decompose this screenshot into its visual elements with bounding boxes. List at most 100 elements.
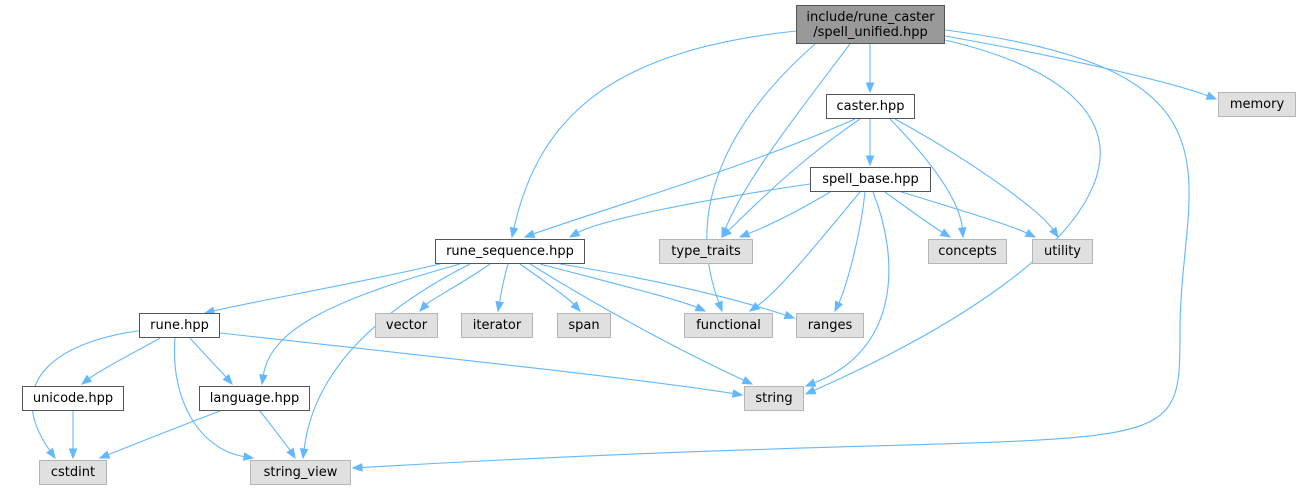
edge-line [813, 191, 890, 384]
arrowhead-icon [865, 155, 875, 167]
edge-line [87, 337, 161, 380]
edge-line [944, 35, 1209, 97]
node-caster-hpp[interactable]: caster.hpp [826, 94, 915, 119]
node-label: vector [385, 318, 428, 333]
node-span: span [557, 313, 611, 338]
arrowhead-icon [98, 450, 111, 459]
edge-rune-sequence-to-rune [203, 263, 441, 316]
arrowhead-icon [804, 386, 817, 395]
node-ranges: ranges [796, 313, 864, 338]
edge-rune-sequence-to-string [529, 263, 754, 385]
edge-line [31, 329, 146, 452]
edge-line [424, 263, 491, 306]
edge-line [360, 29, 1190, 469]
arrowhead-icon [509, 226, 519, 239]
node-label: string [755, 391, 793, 406]
arrowhead-icon [1205, 91, 1218, 100]
edge-spell-unified-to-string-view [351, 29, 1190, 472]
edge-spell-base-to-string [804, 191, 890, 387]
edge-line [576, 183, 811, 234]
edge-line [894, 189, 1029, 235]
edge-line [303, 263, 471, 451]
edge-unicode-to-cstdint [68, 411, 78, 460]
edge-spell-unified-to-rune-sequence [509, 30, 797, 239]
edge-spell-unified-to-memory [944, 35, 1218, 100]
edge-line [519, 263, 576, 306]
edge-line [894, 118, 1055, 231]
arrowhead-icon [939, 228, 952, 238]
edge-line [189, 337, 228, 379]
edge-line [724, 43, 851, 230]
arrowhead-icon [351, 463, 363, 472]
node-label: type_traits [671, 244, 741, 259]
node-label: functional [696, 318, 761, 333]
node-unicode-hpp[interactable]: unicode.hpp [22, 386, 124, 411]
edge-line [513, 30, 797, 230]
arrowhead-icon [731, 389, 744, 398]
edge-rune-to-string-view [173, 337, 255, 461]
edge-line [756, 191, 861, 307]
edge-spell-base-to-type-traits [738, 191, 831, 238]
arrowhead-icon [741, 376, 754, 385]
node-label: utility [1044, 244, 1081, 259]
arrowhead-icon [286, 447, 296, 460]
edge-rune-sequence-to-language [259, 263, 461, 386]
arrowhead-icon [1024, 228, 1037, 238]
edge-line [212, 263, 441, 312]
node-cstdint: cstdint [39, 460, 107, 485]
arrowhead-icon [721, 227, 732, 238]
arrowhead-icon [570, 301, 581, 312]
edge-caster-to-type-traits [721, 118, 861, 238]
arrowhead-icon [783, 310, 796, 320]
edge-rune-sequence-to-vector [419, 263, 491, 312]
edge-rune-sequence-to-ranges [559, 263, 796, 320]
node-label: language.hpp [209, 391, 300, 406]
edge-caster-to-utility [894, 118, 1059, 239]
arrowhead-icon [419, 301, 430, 312]
node-label: concepts [938, 244, 997, 259]
node-spell-base-hpp[interactable]: spell_base.hpp [810, 167, 931, 192]
edge-line [498, 263, 509, 304]
arrowhead-icon [748, 301, 761, 312]
edge-line [813, 39, 1101, 392]
node-rune-hpp[interactable]: rune.hpp [139, 313, 220, 338]
arrowhead-icon [299, 448, 309, 460]
edge-rune-sequence-to-functional [539, 263, 707, 312]
edge-spell-unified-to-caster [865, 44, 875, 94]
node-label: unicode.hpp [32, 391, 114, 406]
edge-line [173, 337, 246, 458]
edge-spell-base-to-ranges [834, 191, 866, 313]
arrowhead-icon [68, 448, 78, 460]
node-rune-sequence-hpp[interactable]: rune_sequence.hpp [435, 239, 585, 264]
edge-line [884, 191, 944, 234]
node-label: iterator [472, 318, 522, 333]
edge-spell-unified-to-string [804, 39, 1101, 395]
node-label: span [568, 318, 600, 333]
arrowhead-icon [259, 373, 268, 386]
node-language-hpp[interactable]: language.hpp [199, 386, 310, 411]
arrowhead-icon [45, 447, 56, 460]
edge-line [262, 263, 461, 377]
arrowhead-icon [568, 228, 581, 238]
edge-rune-to-language [189, 337, 233, 386]
edge-language-to-cstdint [98, 410, 221, 459]
edge-spell-unified-to-functional [706, 43, 816, 313]
node-concepts: concepts [928, 239, 1007, 264]
arrowhead-icon [714, 300, 723, 313]
node-string: string [744, 386, 804, 411]
edge-line [532, 118, 856, 235]
node-label: include/rune_caster /spell_unified.hpp [806, 9, 935, 40]
arrowhead-icon [694, 303, 707, 312]
node-label: rune.hpp [150, 318, 209, 333]
edge-rune-sequence-to-span [519, 263, 581, 312]
edge-line [529, 263, 745, 382]
edge-caster-to-rune-sequence [523, 118, 856, 238]
arrowhead-icon [222, 373, 233, 386]
arrowhead-icon [495, 300, 504, 313]
edge-rune-to-string [219, 332, 744, 398]
node-spell-unified-hpp[interactable]: include/rune_caster /spell_unified.hpp [796, 5, 945, 44]
edge-line [259, 410, 292, 452]
edge-caster-to-concepts [889, 118, 967, 239]
arrowhead-icon [242, 452, 255, 461]
